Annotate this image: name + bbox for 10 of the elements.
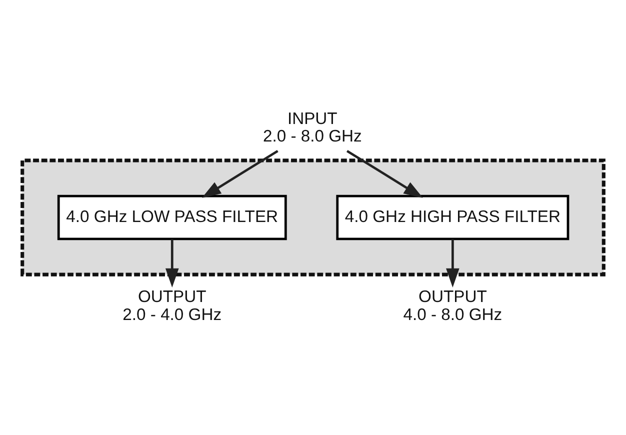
arrow [202,150,278,198]
arrow [165,239,179,288]
node-text: INPUT 2.0 - 8.0 GHz [262,108,362,146]
node-box: 4.0 GHz LOW PASS FILTER [57,194,287,240]
arrow [346,150,423,198]
arrow [446,239,460,288]
cluster [20,158,606,276]
node-text: OUTPUT 4.0 - 8.0 GHz [403,287,502,324]
node-box: 4.0 GHz HIGH PASS FILTER [336,194,570,240]
node-text: OUTPUT 2.0 - 4.0 GHz [122,287,222,324]
